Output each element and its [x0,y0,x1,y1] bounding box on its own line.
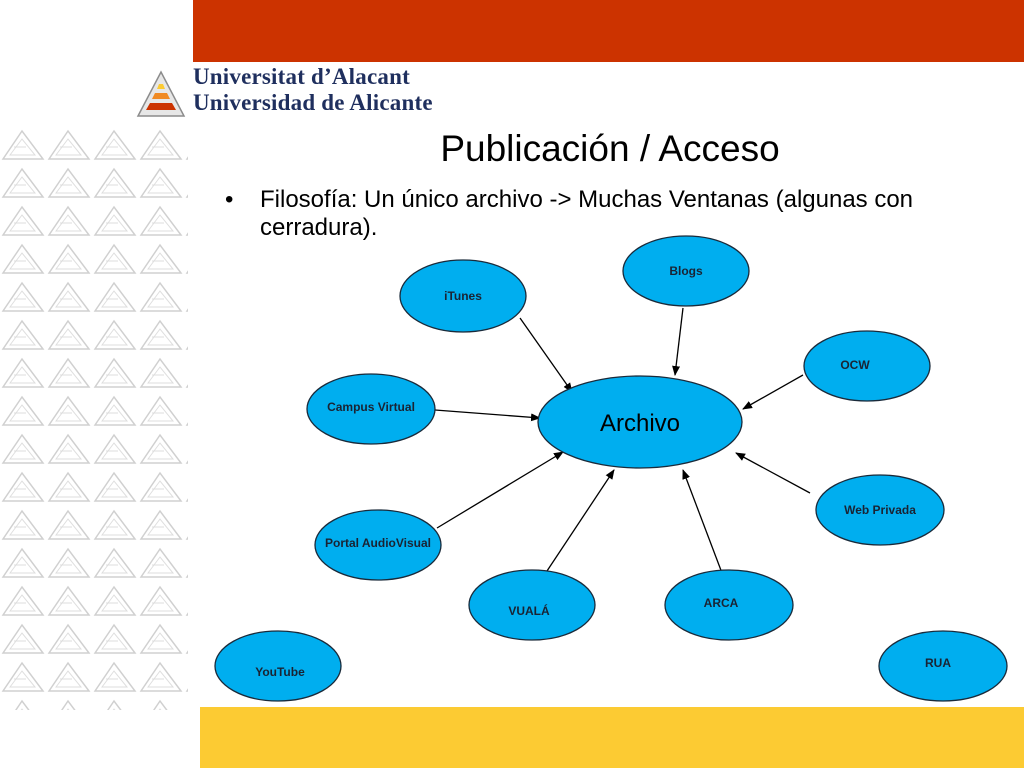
portal-audiovisual-node [314,509,442,581]
arrow-portal-audiovisual-to-archivo [436,451,564,529]
arrow-vuala-to-archivo [544,469,615,575]
university-name: Universitat d’Alacant Universidad de Ali… [193,64,433,116]
arca-label: ARCA [704,596,739,610]
rua-node [878,630,1008,702]
youtube-label: YouTube [255,665,305,679]
campus-virtual-label: Campus Virtual [327,400,415,414]
bullet-text: Filosofía: Un único archivo -> Muchas Ve… [260,186,914,241]
arrow-blogs-to-archivo [672,307,684,376]
university-name-valencian: Universitat d’Alacant [193,64,410,89]
itunes-label: iTunes [444,289,482,303]
archivo-label: Archivo [600,410,680,437]
bottom-decorative-bar [200,707,1024,768]
arrow-web-privada-to-archivo [735,452,811,494]
vuala-node [468,569,596,641]
youtube-node [214,630,342,702]
campus-virtual-node [306,373,436,445]
arrow-arca-to-archivo [682,469,723,574]
arrow-campus-virtual-to-archivo [434,409,541,422]
blogs-label: Blogs [669,264,703,278]
side-decorative-pattern [0,125,188,710]
arca-node [664,569,794,641]
blogs-node [622,235,750,307]
web-privada-node [815,474,945,546]
university-name-spanish: Universidad de Alicante [193,90,433,115]
connector-arrows [434,307,811,575]
arrow-itunes-to-archivo [519,317,573,393]
ocw-node [803,330,931,402]
portal-audiovisual-label: Portal AudioVisual [325,536,431,550]
ocw-label: OCW [840,358,870,372]
university-logo-icon [136,70,186,117]
arrow-ocw-to-archivo [742,374,804,410]
rua-label: RUA [925,656,951,670]
web-privada-label: Web Privada [844,503,916,517]
diagram-labels: Archivo iTunes Blogs OCW Campus Virtual … [255,264,951,679]
vuala-label: VUALÁ [508,603,550,618]
archivo-node [537,375,743,469]
diagram-nodes [214,235,1008,702]
top-decorative-bar [193,0,1024,62]
itunes-node [399,259,527,333]
bullet-marker: • [225,186,234,213]
slide-title: Publicación / Acceso [440,128,780,169]
